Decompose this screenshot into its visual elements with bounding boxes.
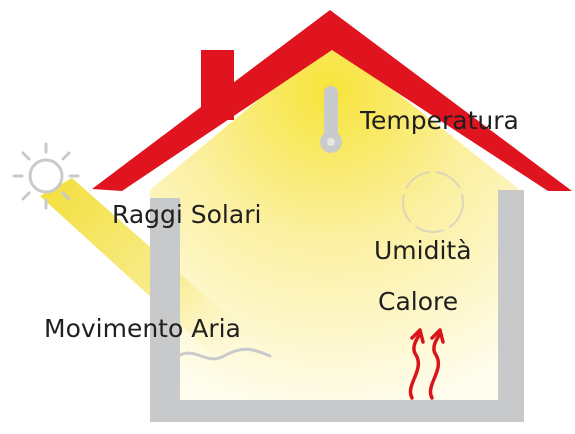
air-movement-icon	[176, 347, 272, 361]
label-temperatura: Temperatura	[360, 106, 519, 135]
label-raggi-solari: Raggi Solari	[112, 200, 262, 229]
label-calore: Calore	[378, 287, 459, 316]
house-floor	[150, 400, 524, 422]
house-wall-left	[150, 198, 180, 420]
label-umidita: Umidità	[374, 236, 472, 265]
label-movimento-aria: Movimento Aria	[44, 314, 241, 343]
house-wall-right	[498, 190, 524, 420]
interior-glow	[150, 40, 520, 410]
humidity-icon	[402, 171, 464, 233]
sun-icon	[12, 142, 80, 210]
thermometer-icon	[320, 86, 342, 153]
roof	[92, 10, 572, 191]
heat-arrows-icon	[408, 328, 445, 400]
